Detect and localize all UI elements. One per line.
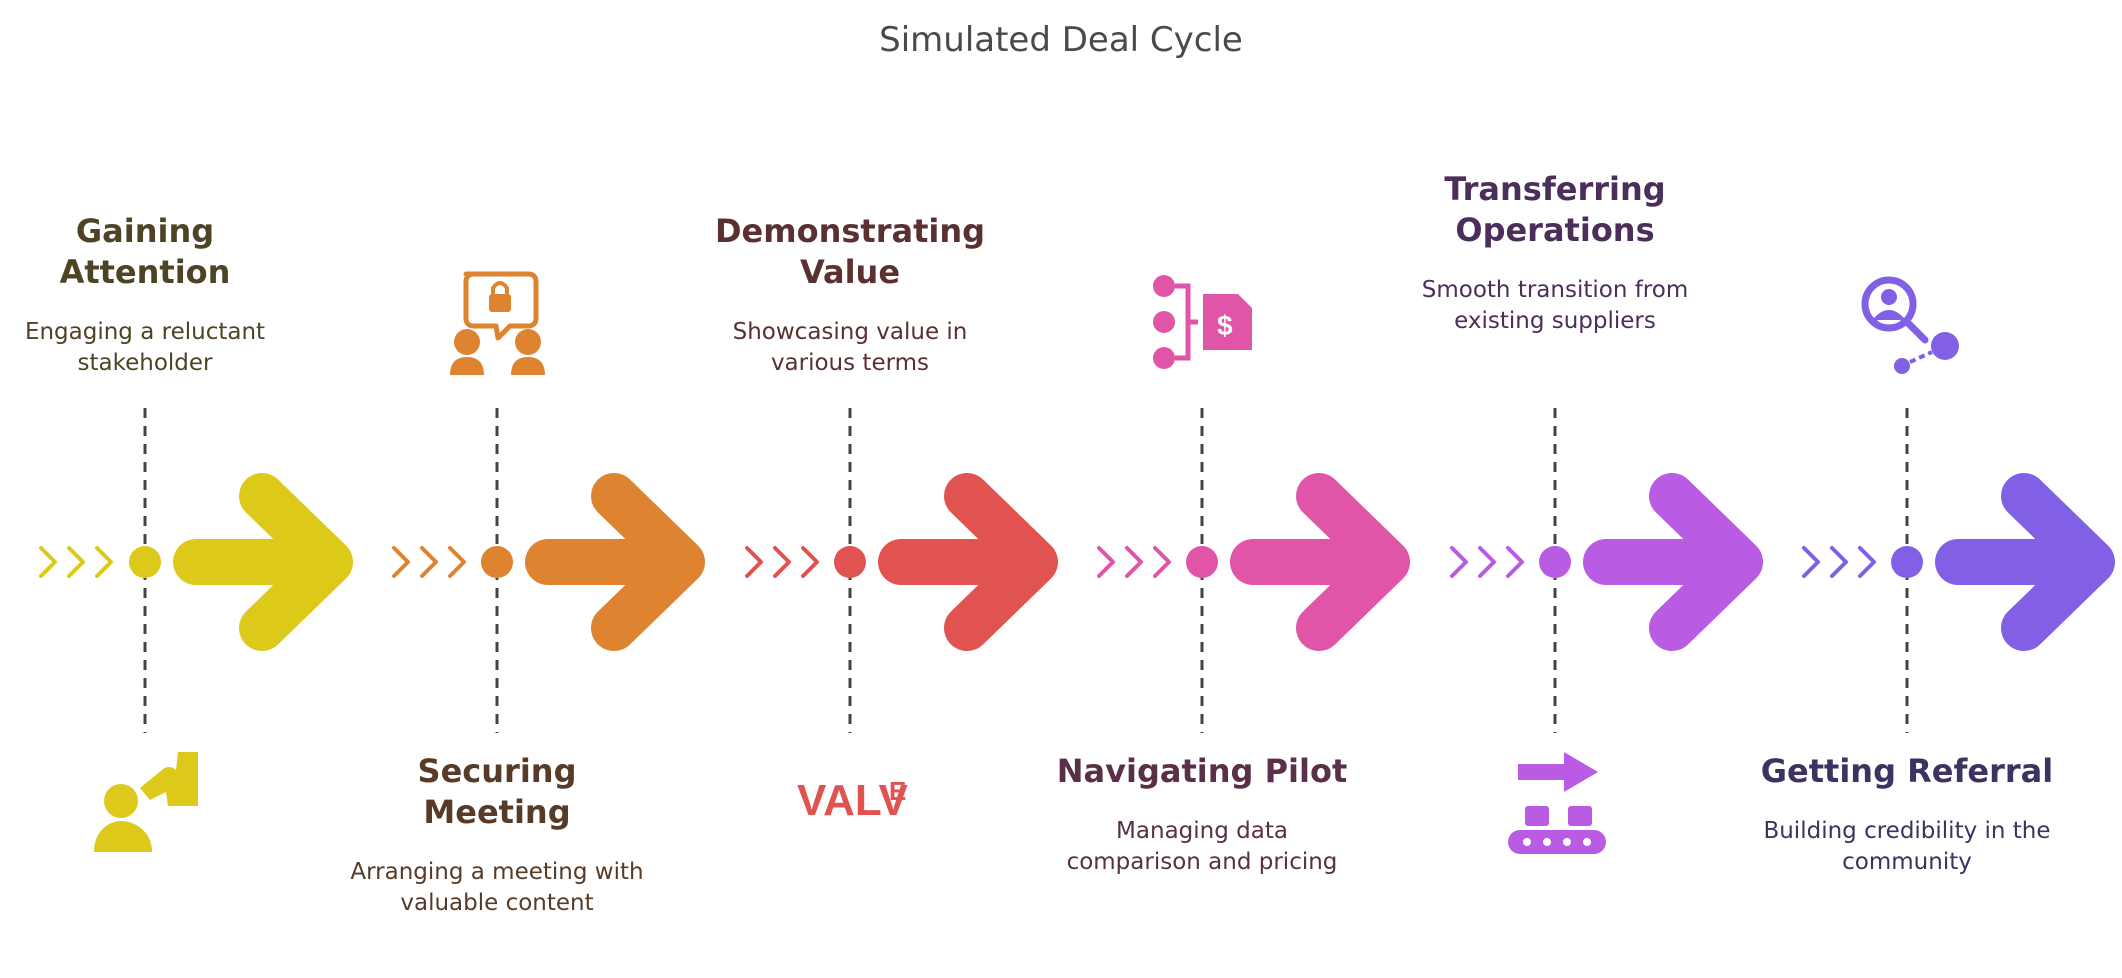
stage-4-milestone-dot [1186, 546, 1218, 578]
stage-2-label: Securing Meeting Arranging a meeting wit… [347, 751, 647, 919]
stage-6-chevrons [1802, 546, 1876, 578]
stage-4-description: Managing data comparison and pricing [1066, 818, 1338, 875]
diagram-title: Simulated Deal Cycle [879, 20, 1243, 60]
stage-3-description: Showcasing value in various terms [732, 319, 968, 376]
stage-4-arrow [1230, 473, 1410, 651]
stage-4-label: Navigating Pilot Managing data compariso… [1052, 751, 1352, 878]
stage-1-label: Gaining Attention Engaging a reluctant s… [0, 211, 295, 379]
stage-1-milestone-dot [129, 546, 161, 578]
stage-5-arrow [1583, 473, 1763, 651]
data-pricing-icon: $ [1153, 275, 1252, 369]
stage-5-chevrons [1450, 546, 1524, 578]
stage-4-flow: $ [1097, 275, 1410, 733]
stage-3-chevrons [745, 546, 819, 578]
meeting-lock-icon [450, 271, 545, 375]
stage-6-arrow [1935, 473, 2115, 651]
stage-1-description: Engaging a reluctant stakeholder [24, 319, 266, 376]
stage-3-label: Demonstrating Value Showcasing value in … [700, 211, 1000, 379]
stage-5-milestone-dot [1539, 546, 1571, 578]
stage-4-chevrons [1097, 546, 1171, 578]
stage-3-flow: VALV E [745, 408, 1058, 825]
stage-1-arrow [173, 473, 353, 651]
stage-2-flow [392, 271, 705, 733]
conveyor-transfer-icon [1508, 752, 1606, 854]
stage-1-flow [39, 408, 353, 852]
stage-6-title: Getting Referral [1760, 752, 2054, 790]
stage-6-flow [1802, 276, 2115, 733]
stage-3-title: Demonstrating Value [714, 212, 986, 291]
person-pointing-icon [94, 752, 198, 852]
svg-text:E: E [889, 776, 906, 806]
svg-text:VALV: VALV [797, 776, 908, 825]
stage-5-title: Transferring Operations [1444, 170, 1666, 249]
svg-text:$: $ [1217, 310, 1233, 341]
stage-2-arrow [525, 473, 705, 651]
stage-4-title: Navigating Pilot [1056, 752, 1348, 790]
stage-5-description: Smooth transition from existing supplier… [1421, 277, 1689, 334]
stage-3-arrow [878, 473, 1058, 651]
stage-2-description: Arranging a meeting with valuable conten… [350, 859, 644, 916]
stage-3-milestone-dot [834, 546, 866, 578]
stage-6-milestone-dot [1891, 546, 1923, 578]
stage-2-title: Securing Meeting [417, 752, 577, 831]
valve-wordmark: VALV E [797, 776, 908, 825]
stage-5-flow [1450, 408, 1763, 854]
stage-1-title: Gaining Attention [59, 212, 231, 291]
stage-2-chevrons [392, 546, 466, 578]
stage-6-label: Getting Referral Building credibility in… [1757, 751, 2057, 878]
stage-6-description: Building credibility in the community [1763, 818, 2051, 875]
stage-2-milestone-dot [481, 546, 513, 578]
referral-network-icon [1861, 276, 1959, 374]
stage-1-chevrons [39, 546, 113, 578]
stage-5-label: Transferring Operations Smooth transitio… [1405, 169, 1705, 337]
